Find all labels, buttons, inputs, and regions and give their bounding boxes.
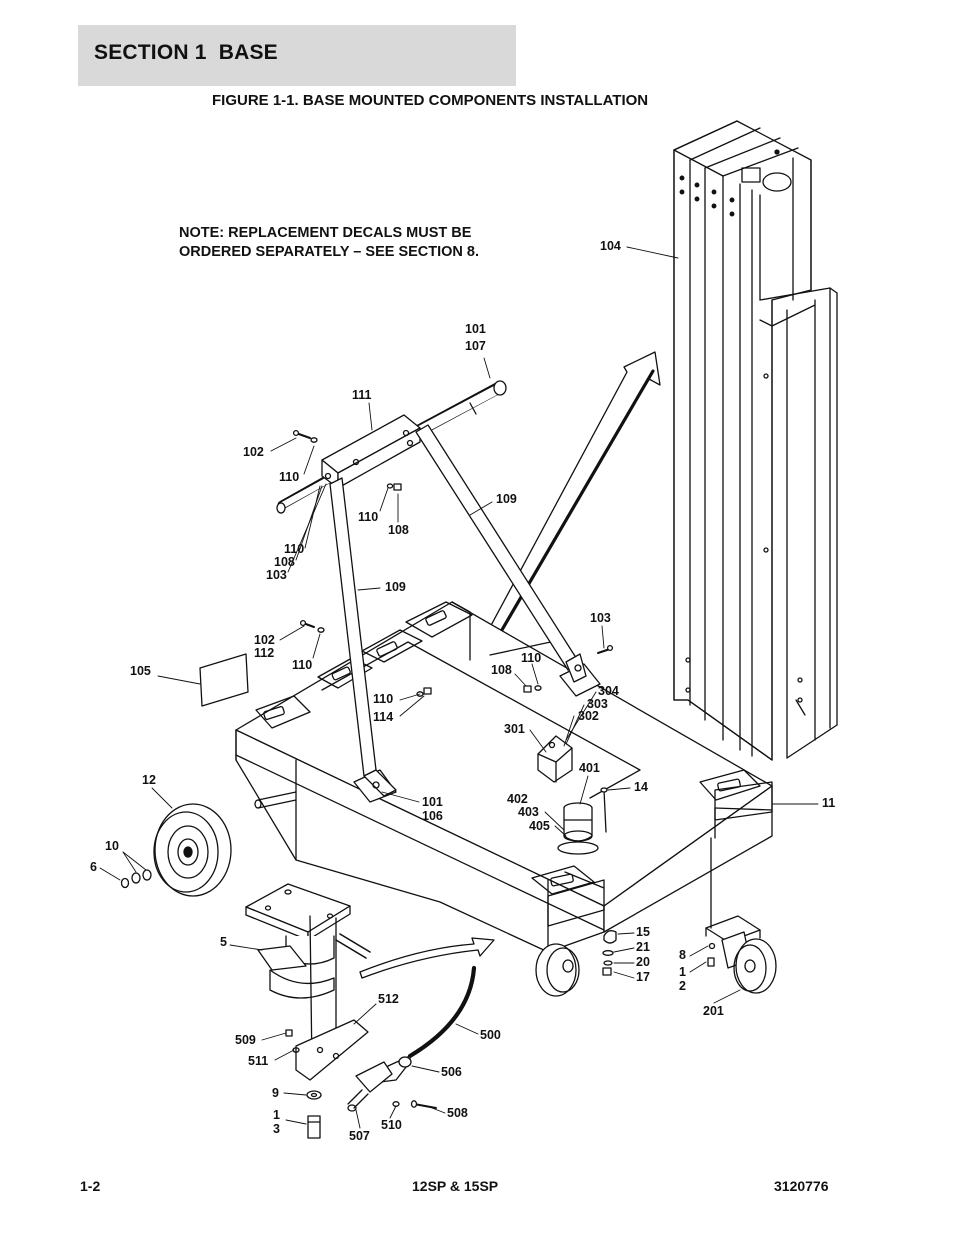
callout-510: 510 bbox=[381, 1118, 402, 1132]
callout-1: 1 bbox=[679, 965, 686, 979]
replacement-decals-note: NOTE: REPLACEMENT DECALS MUST BE ORDERED… bbox=[179, 224, 479, 262]
callout-103: 103 bbox=[266, 568, 287, 582]
callout-107: 107 bbox=[465, 339, 486, 353]
callout-512: 512 bbox=[378, 992, 399, 1006]
callout-402: 402 bbox=[507, 792, 528, 806]
callout-108: 108 bbox=[274, 555, 295, 569]
callout-405: 405 bbox=[529, 819, 550, 833]
callout-304: 304 bbox=[598, 684, 619, 698]
callout-108: 108 bbox=[491, 663, 512, 677]
callout-110: 110 bbox=[279, 470, 300, 484]
callout-301: 301 bbox=[504, 722, 525, 736]
callout-509: 509 bbox=[235, 1033, 256, 1047]
callout-110: 110 bbox=[373, 692, 394, 706]
callout-11: 11 bbox=[822, 796, 836, 810]
footer-page-number: 1-2 bbox=[80, 1178, 101, 1194]
callout-21: 21 bbox=[636, 940, 650, 954]
callout-101: 101 bbox=[422, 795, 443, 809]
callout-17: 17 bbox=[636, 970, 650, 984]
note-line-1: NOTE: REPLACEMENT DECALS MUST BE bbox=[179, 225, 472, 241]
hardware-stack-15-17 bbox=[602, 930, 617, 976]
callout-507: 507 bbox=[349, 1129, 370, 1143]
callout-20: 20 bbox=[636, 955, 650, 969]
mast-assembly bbox=[673, 120, 838, 761]
callout-2: 2 bbox=[679, 979, 686, 993]
floor-lock-assembly bbox=[245, 883, 371, 1139]
callout-105: 105 bbox=[130, 664, 151, 678]
cable-switch-assembly bbox=[347, 965, 477, 1112]
callout-114: 114 bbox=[373, 710, 394, 724]
swivel-caster-201 bbox=[705, 837, 777, 994]
callout-112: 112 bbox=[254, 646, 275, 660]
front-wheel bbox=[535, 943, 580, 997]
callout-102: 102 bbox=[243, 445, 264, 459]
callout-110: 110 bbox=[358, 510, 379, 524]
callout-6: 6 bbox=[90, 860, 97, 874]
callout-110: 110 bbox=[284, 542, 305, 556]
callout-103: 103 bbox=[590, 611, 611, 625]
frame-tie-down-pockets bbox=[255, 601, 773, 927]
callout-15: 15 bbox=[636, 925, 650, 939]
callout-14: 14 bbox=[634, 780, 648, 794]
callout-109: 109 bbox=[496, 492, 517, 506]
callout-303: 303 bbox=[587, 697, 608, 711]
decal-105 bbox=[199, 653, 249, 707]
callout-1: 1 bbox=[273, 1108, 280, 1122]
section-title: SECTION 1 BASE bbox=[94, 41, 278, 64]
callout-108: 108 bbox=[388, 523, 409, 537]
push-handle-assembly bbox=[276, 380, 614, 797]
callout-12: 12 bbox=[142, 773, 156, 787]
callout-5: 5 bbox=[220, 935, 227, 949]
callout-508: 508 bbox=[447, 1106, 468, 1120]
callout-401: 401 bbox=[579, 761, 600, 775]
floor-lock-direction-arrow bbox=[359, 937, 495, 979]
callout-leaders bbox=[99, 246, 819, 1129]
callout-104: 104 bbox=[600, 239, 621, 253]
callout-106: 106 bbox=[422, 809, 443, 823]
callout-102: 102 bbox=[254, 633, 275, 647]
callout-111: 111 bbox=[352, 388, 372, 402]
callout-10: 10 bbox=[105, 839, 119, 853]
callout-403: 403 bbox=[518, 805, 539, 819]
callout-101: 101 bbox=[465, 322, 486, 336]
callout-8: 8 bbox=[679, 948, 686, 962]
callout-110: 110 bbox=[292, 658, 313, 672]
figure-title: FIGURE 1-1. BASE MOUNTED COMPONENTS INST… bbox=[212, 92, 649, 109]
proximity-switch-assembly bbox=[537, 735, 573, 783]
rear-wheel-12 bbox=[120, 803, 232, 897]
callout-511: 511 bbox=[248, 1054, 269, 1068]
footer-model: 12SP & 15SP bbox=[412, 1178, 499, 1194]
note-line-2: ORDERED SEPARATELY – SEE SECTION 8. bbox=[179, 244, 480, 260]
callout-500: 500 bbox=[480, 1028, 501, 1042]
callout-109: 109 bbox=[385, 580, 406, 594]
section-header-band: SECTION 1 BASE bbox=[78, 25, 516, 86]
footer-doc-number: 3120776 bbox=[774, 1178, 829, 1194]
callout-110: 110 bbox=[521, 651, 542, 665]
callout-3: 3 bbox=[273, 1122, 280, 1136]
callout-9: 9 bbox=[272, 1086, 279, 1100]
callout-201: 201 bbox=[703, 1004, 724, 1018]
pump-cylinder-assembly bbox=[557, 787, 608, 855]
callout-506: 506 bbox=[441, 1065, 462, 1079]
callout-302: 302 bbox=[578, 709, 599, 723]
